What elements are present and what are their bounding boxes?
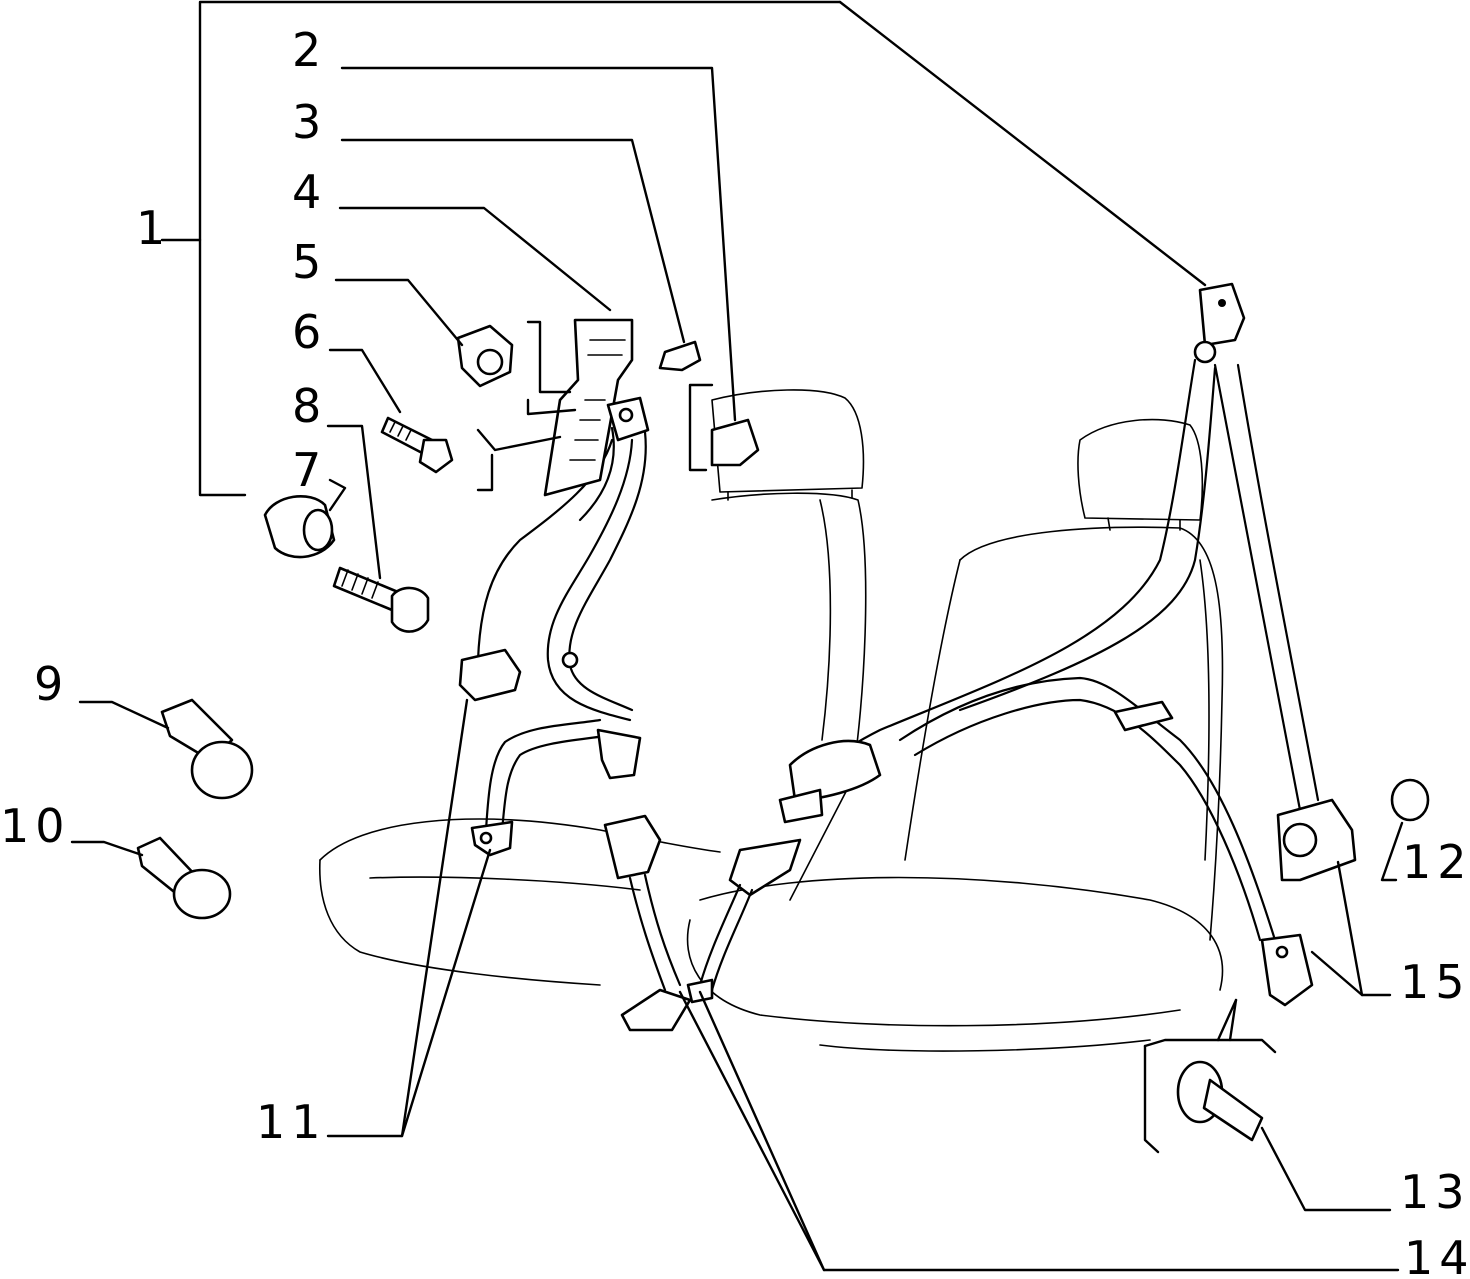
part-8-bolt <box>332 566 430 633</box>
label-7: 7 <box>292 443 327 497</box>
part-12-cap <box>1390 778 1430 822</box>
label-13: 13 <box>1400 1165 1470 1219</box>
label-1: 1 <box>136 201 171 255</box>
label-2: 2 <box>292 23 327 77</box>
rear-seat-outline <box>686 418 1224 1052</box>
part-10-plug <box>136 836 232 920</box>
part-6-bolt <box>380 416 454 474</box>
leader-lines <box>70 0 1404 1272</box>
label-11: 11 <box>256 1095 327 1149</box>
label-3: 3 <box>292 95 327 149</box>
part-9-plug <box>160 698 254 800</box>
label-8: 8 <box>292 379 327 433</box>
label-10: 10 <box>0 799 71 853</box>
callout-labels: 1 2 3 4 5 6 8 7 9 10 11 12 13 14 15 <box>0 23 1470 1279</box>
label-14: 14 <box>1404 1231 1470 1279</box>
part-2-cap <box>710 418 760 467</box>
part-5-nut <box>456 324 514 388</box>
label-12: 12 <box>1402 835 1470 889</box>
label-15: 15 <box>1400 955 1470 1009</box>
label-6: 6 <box>292 305 327 359</box>
label-9: 9 <box>34 657 69 711</box>
part-7-sleeve <box>263 495 336 559</box>
part-3-clip <box>658 340 702 372</box>
label-4: 4 <box>292 165 327 219</box>
part-13-screw <box>1176 1060 1264 1142</box>
front-seat-outline <box>319 389 867 986</box>
rear-belt-assembly <box>603 282 1357 1032</box>
label-5: 5 <box>292 235 327 289</box>
front-belt-assembly <box>458 318 650 857</box>
